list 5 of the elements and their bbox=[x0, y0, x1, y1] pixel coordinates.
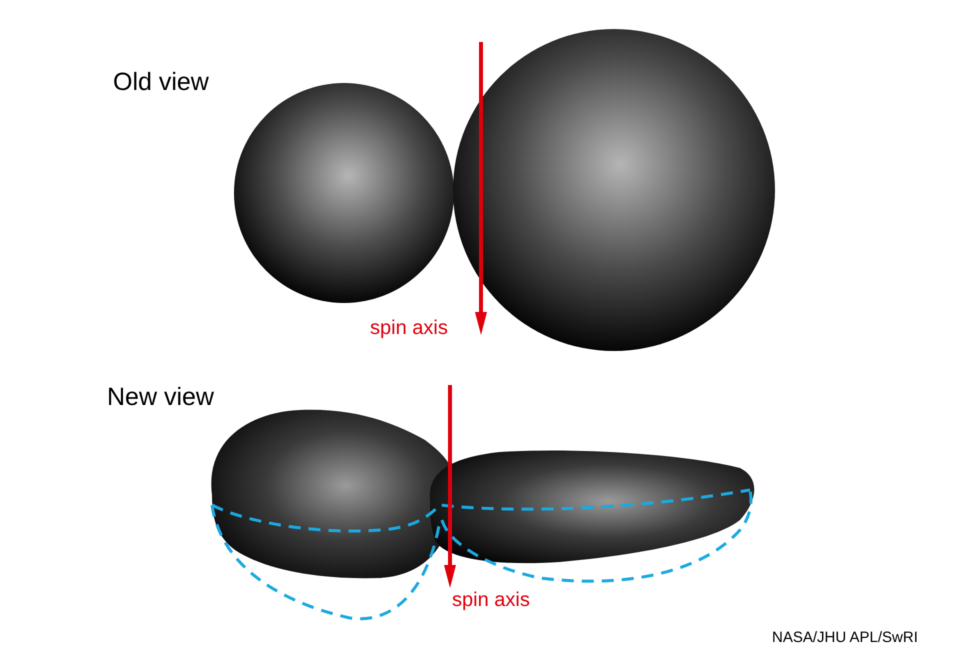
view-title: Old view bbox=[113, 70, 209, 95]
credit-text: NASA/JHU APL/SwRI bbox=[772, 630, 918, 645]
axis-label: spin axis bbox=[452, 590, 530, 610]
axis-label: spin axis bbox=[370, 318, 448, 338]
view-title: New view bbox=[107, 385, 214, 410]
